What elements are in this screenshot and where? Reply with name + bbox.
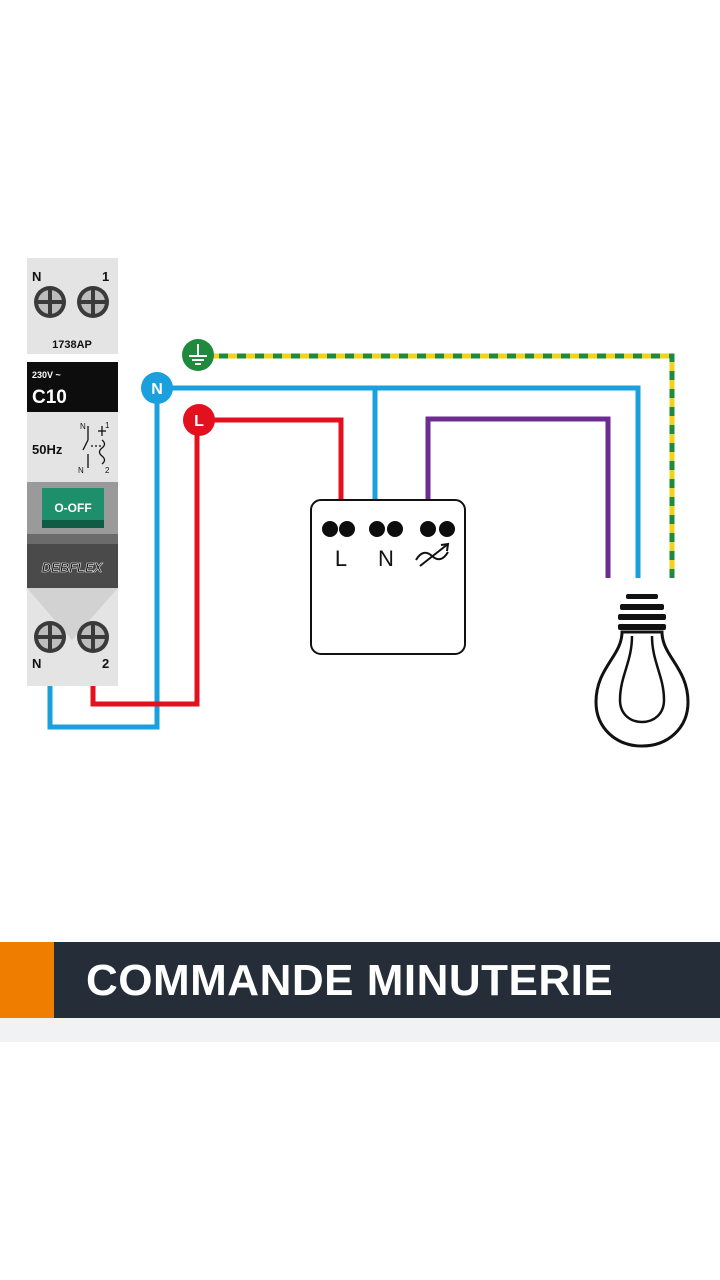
switched-output-symbol-icon [415,542,450,567]
breaker-rating-band [27,362,118,412]
light-bulb-icon [594,594,690,748]
breaker-schematic-n2: N [78,466,84,475]
breaker-model: 1738AP [52,339,92,351]
breaker-switch-label: O-OFF [54,501,91,515]
breaker-brand: DEBFLEX [42,560,104,575]
switched-output-wire [425,416,611,578]
breaker-schematic-1: 1 [105,421,110,430]
terminal-n-label: N [378,546,394,571]
breaker-frequency: 50Hz [32,442,63,457]
title-banner: COMMANDE MINUTERIE [0,942,720,1018]
earth-wire [210,353,675,578]
banner-accent [0,942,54,1018]
terminal-l-label: L [335,546,347,571]
screw-terminal-icon [77,621,109,653]
live-badge: L [183,404,215,436]
breaker-bottom-label-n: N [32,656,41,671]
neutral-badge-label: N [151,381,163,398]
breaker-rating: C10 [32,387,67,408]
timer-module: L N [310,499,466,655]
banner-title: COMMANDE MINUTERIE [86,956,614,1005]
terminal-dot-icon [322,521,455,537]
breaker-voltage: 230V ~ [32,370,61,380]
live-badge-label: L [194,413,204,430]
screw-terminal-icon [77,286,109,318]
screw-terminal-icon [34,286,66,318]
earth-badge-icon [182,339,214,371]
live-wire [90,417,344,707]
circuit-breaker: N 1 1738AP 230V ~ C10 50Hz [27,258,118,686]
breaker-switch-lever [42,488,104,524]
breaker-schematic-icon [82,426,106,468]
under-band [0,1018,720,1042]
breaker-bottom-label-2: 2 [102,656,109,671]
neutral-badge: N [141,372,173,404]
timer-module-box [310,499,466,655]
breaker-top-label-1: 1 [102,269,109,284]
wiring-diagram: N 1 1738AP 230V ~ C10 50Hz [27,258,690,748]
screw-terminal-icon [34,621,66,653]
breaker-schematic-n1: N [80,422,86,431]
breaker-top-label-n: N [32,269,41,284]
breaker-schematic-2: 2 [105,466,110,475]
